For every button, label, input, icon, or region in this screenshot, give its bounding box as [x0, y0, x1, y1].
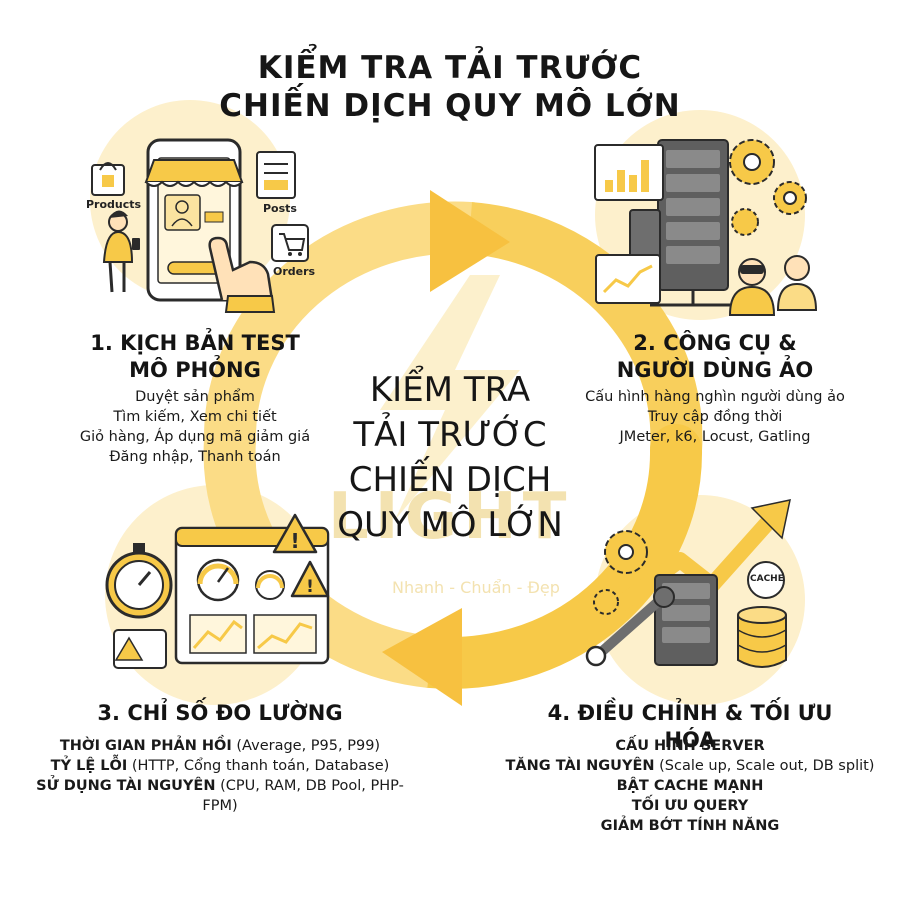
center-line-2: TẢI TRƯỚC: [353, 415, 547, 455]
stopwatch-icon: [105, 543, 173, 619]
section-2-title: 2. CÔNG CỤ & NGƯỜI DÙNG ẢO: [585, 330, 845, 384]
section-1-title: 1. KỊCH BẢN TEST MÔ PHỎNG: [60, 330, 330, 384]
section-4-body: CẤU HÌNH SERVER TĂNG TÀI NGUYÊN (Scale u…: [490, 736, 890, 836]
section-4-title: 4. ĐIỀU CHỈNH & TỐI ƯU HÓA: [547, 701, 833, 752]
database-icon: [737, 606, 787, 668]
center-line-1: KIỂM TRA: [369, 370, 531, 410]
phone-storefront-icon: [144, 138, 276, 313]
warning-box-icon: [113, 629, 167, 669]
arrow-head-top: [430, 190, 510, 292]
section-3-body: THỜI GIAN PHẢN HỒI (Average, P95, P99) T…: [20, 736, 420, 816]
section-3-title: 3. CHỈ SỐ ĐO LƯỜNG: [97, 701, 343, 725]
growth-arrow-icon: [605, 499, 791, 619]
lightning-watermark-icon: [380, 275, 520, 520]
section-3-item: SỬ DỤNG TÀI NGUYÊN (CPU, RAM, DB Pool, P…: [36, 778, 404, 814]
section-1-item: Giỏ hàng, Áp dụng mã giảm giá: [79, 429, 311, 445]
center-line-4: QUY MÔ LỚN: [337, 505, 563, 545]
section-4-item: BẬT CACHE MẠNH: [616, 778, 764, 794]
section-1-title-line-1: 1. KỊCH BẢN TEST: [90, 331, 300, 355]
section-3-item: THỜI GIAN PHẢN HỒI (Average, P95, P99): [59, 738, 381, 754]
center-line-3: CHIẾN DỊCH: [348, 460, 552, 500]
cache-label: CACHE: [750, 574, 784, 584]
products-label: Products: [86, 198, 142, 211]
section-1-item: Đăng nhập, Thanh toán: [109, 449, 281, 465]
wrench-icon: [585, 586, 675, 667]
section-4-item: CẤU HÌNH SERVER: [615, 738, 765, 754]
bar-chart-window-icon: [594, 144, 664, 201]
section-3-item: TỶ LỆ LỖI (HTTP, Cổng thanh toán, Databa…: [50, 758, 390, 774]
gears-icon-bottom: [593, 530, 648, 615]
vr-users-icon: [728, 255, 818, 316]
section-1-title-line-2: MÔ PHỎNG: [129, 358, 261, 382]
orders-label: Orders: [273, 265, 316, 278]
woman-with-phone-icon: [102, 210, 140, 293]
section-2-title-line-2: NGƯỜI DÙNG ẢO: [616, 358, 814, 382]
brand-watermark: LIGHT: [328, 480, 573, 554]
section-4-item: TỐI ƯU QUERY: [631, 798, 749, 814]
section-4-item: GIẢM BỚT TÍNH NĂNG: [600, 818, 780, 834]
svg-text:!: !: [306, 577, 314, 597]
gears-icon: [729, 139, 807, 236]
section-2-item: JMeter, k6, Locust, Gatling: [619, 429, 811, 445]
page-title-line-1: KIỂM TRA TẢI TRƯỚC: [257, 50, 643, 86]
section-2-item: Cấu hình hàng nghìn người dùng ảo: [585, 389, 845, 405]
section-1-item: Duyệt sản phẩm: [135, 389, 255, 405]
section-1-item: Tìm kiếm, Xem chi tiết: [113, 409, 277, 425]
arrow-head-bottom: [382, 608, 462, 706]
warning-icon-small: !: [290, 560, 330, 598]
section-2-item: Truy cập đồng thời: [647, 409, 783, 425]
warning-icon: !: [272, 513, 318, 554]
section-2-body: Cấu hình hàng nghìn người dùng ảo Truy c…: [565, 387, 865, 447]
section-4-item: TĂNG TÀI NGUYÊN (Scale up, Scale out, DB…: [505, 758, 875, 774]
tagline-watermark: Nhanh - Chuẩn - Đẹp: [392, 578, 560, 597]
server-rack-icon: [629, 139, 740, 307]
posts-label: Posts: [263, 202, 297, 215]
posts-document-icon: [256, 151, 296, 199]
shopping-cart-icon: [271, 224, 309, 262]
cache-refresh-icon: [747, 561, 785, 599]
svg-text:!: !: [290, 529, 299, 553]
line-chart-window-icon: [595, 254, 661, 304]
section-1-body: Duyệt sản phẩm Tìm kiếm, Xem chi tiết Gi…: [40, 387, 350, 467]
section-2-title-line-1: 2. CÔNG CỤ &: [633, 331, 797, 355]
page-title-line-2: CHIẾN DỊCH QUY MÔ LỚN: [219, 88, 681, 124]
shopping-bag-icon: [91, 162, 125, 196]
